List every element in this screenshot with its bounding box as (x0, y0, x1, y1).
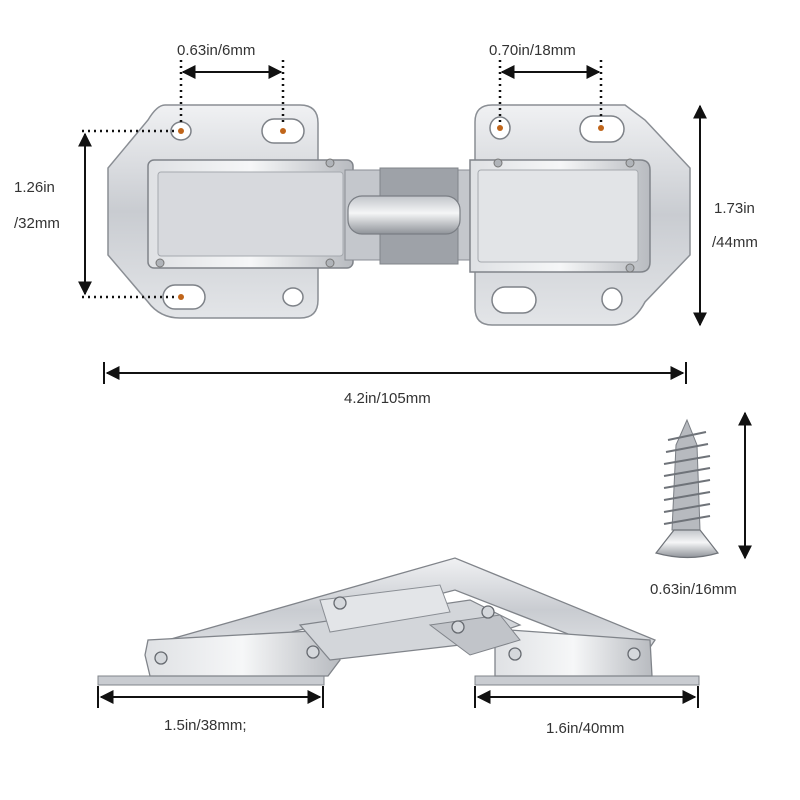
screw-hole (282, 287, 304, 307)
right-height-inch-label: 1.73in (714, 200, 755, 217)
screw-illustration (654, 418, 720, 559)
left-height-mm-label: /32mm (14, 215, 60, 232)
hole-center-dot (178, 128, 184, 134)
spring-barrel (347, 195, 461, 235)
hole-spacing-right-label: 0.70in/18mm (489, 42, 576, 59)
left-plate-length-label: 1.5in/38mm; (164, 717, 247, 734)
dim-left-plate-length (97, 686, 324, 708)
hinge-side-view (97, 557, 700, 686)
dim-hole-spacing-right (498, 60, 603, 122)
dim-right-plate-length (474, 686, 699, 708)
hole-spacing-left-label: 0.63in/6mm (177, 42, 256, 59)
right-height-mm-label: /44mm (712, 234, 758, 251)
hole-center-dot (178, 294, 184, 300)
dim-left-height (78, 129, 175, 299)
screw-hole (601, 287, 623, 311)
total-width-label: 4.2in/105mm (344, 390, 431, 407)
right-base-plate (474, 675, 700, 686)
dim-hole-spacing-left (179, 60, 285, 125)
screw-length-label: 0.63in/16mm (650, 581, 737, 598)
hole-center-dot (280, 128, 286, 134)
slot-hole (491, 286, 537, 314)
hole-center-markers (178, 125, 604, 300)
dim-total-width (103, 362, 687, 384)
hinge-front-view (107, 104, 691, 326)
hole-center-dot (598, 125, 604, 131)
hole-center-dot (497, 125, 503, 131)
left-base-plate (97, 675, 325, 686)
right-plate-length-label: 1.6in/40mm (546, 720, 625, 737)
left-height-inch-label: 1.26in (14, 179, 55, 196)
